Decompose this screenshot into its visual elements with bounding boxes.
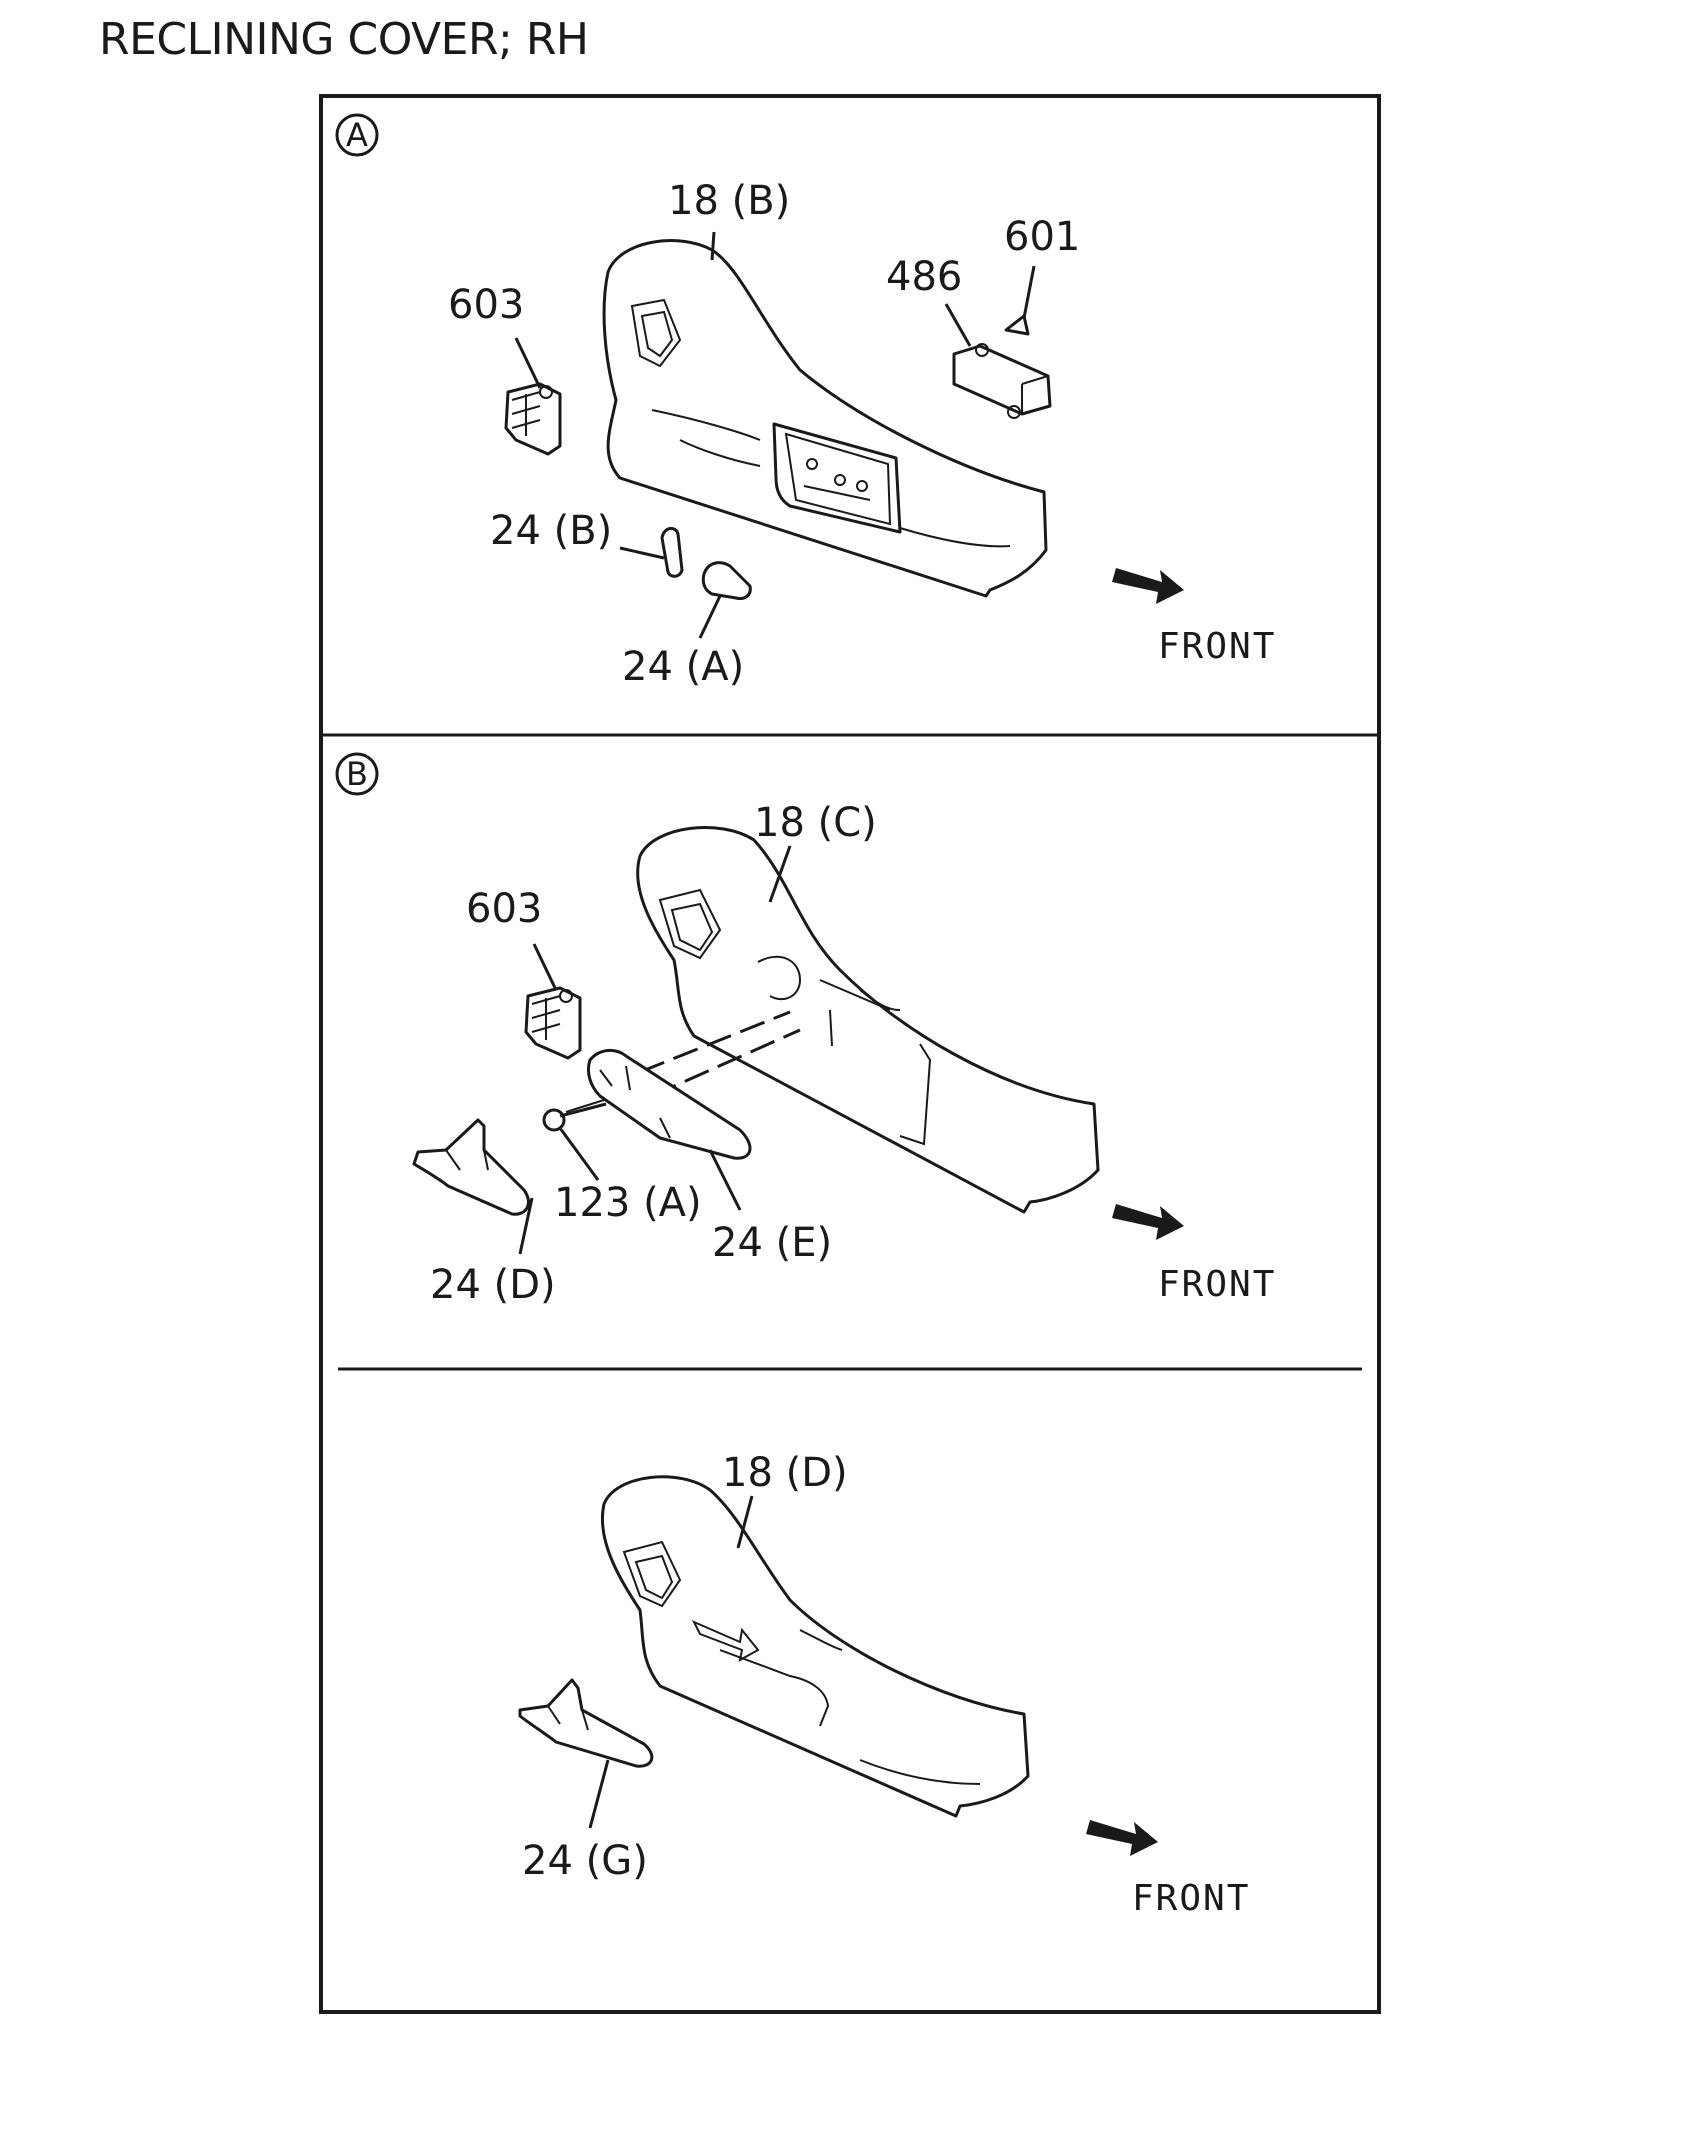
cap-24a [701, 561, 752, 600]
front-label-a: FRONT [1158, 626, 1276, 667]
label-18c: 18 (C) [754, 800, 877, 846]
lever-486 [952, 343, 1052, 419]
clip-603-b [524, 986, 582, 1060]
section-a: A 18 (B) 603 [335, 113, 1276, 690]
label-24d: 24 (D) [430, 1262, 556, 1308]
diagram-frame [319, 94, 1381, 2014]
label-18d: 18 (D) [722, 1450, 848, 1496]
front-arrow-c-icon [1086, 1820, 1158, 1856]
label-486: 486 [886, 254, 962, 300]
screw-123a [542, 1099, 607, 1132]
section-a-marker: A [346, 116, 368, 154]
label-123a: 123 (A) [554, 1180, 702, 1226]
cap-24b [660, 527, 684, 578]
label-24b: 24 (B) [490, 508, 612, 554]
front-label-b: FRONT [1158, 1264, 1276, 1305]
section-b: B 18 (C) 603 [335, 752, 1276, 1308]
clip-603-a [504, 382, 562, 456]
section-b-marker: B [346, 755, 368, 793]
section-c: 18 (D) 24 (G) FRONT [518, 1450, 1250, 1919]
screw-601 [1004, 314, 1030, 336]
knob-24d [412, 1118, 530, 1216]
front-arrow-b-icon [1112, 1204, 1184, 1240]
recliner-cover-18c [636, 826, 1100, 1214]
front-label-c: FRONT [1132, 1878, 1250, 1919]
label-24a: 24 (A) [622, 644, 744, 690]
label-18b: 18 (B) [668, 178, 790, 224]
label-24e: 24 (E) [712, 1220, 832, 1266]
knob-24g [518, 1678, 654, 1768]
label-601: 601 [1004, 214, 1080, 260]
label-603-b: 603 [466, 886, 542, 932]
label-603-a: 603 [448, 282, 524, 328]
section-a-marker-circle [335, 113, 379, 157]
recliner-cover-18d [601, 1475, 1030, 1818]
section-b-marker-circle [335, 752, 379, 796]
front-arrow-a-icon [1112, 568, 1184, 604]
knob-24e [586, 1049, 752, 1160]
page-title: RECLINING COVER; RH [99, 14, 589, 65]
recliner-cover-18b [602, 239, 1048, 598]
label-24g: 24 (G) [522, 1838, 648, 1884]
